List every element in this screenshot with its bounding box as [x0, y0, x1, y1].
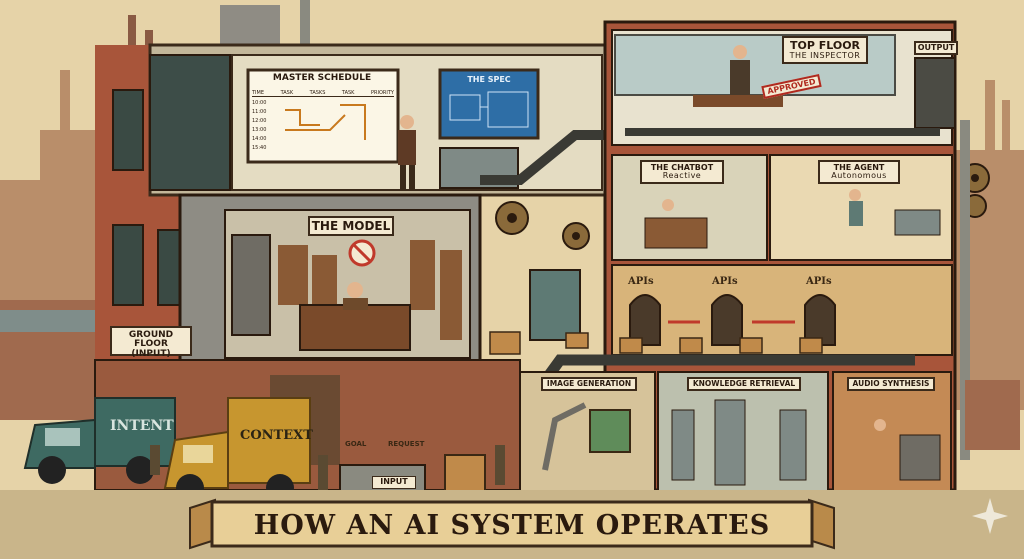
gear-icon	[495, 201, 529, 235]
tower-windows	[112, 89, 181, 306]
robot-arm	[542, 402, 587, 471]
output-chute	[914, 57, 956, 129]
title-banner	[189, 498, 835, 550]
image-generation-room	[519, 371, 656, 493]
top-floor-subtitle: THE INSPECTOR	[789, 50, 861, 60]
left-roof	[0, 310, 95, 332]
schedule-time: 14:00	[252, 136, 267, 142]
schedule-time: 15:40	[252, 145, 267, 151]
schedule-arrows	[285, 104, 366, 140]
schedule-header: TASK	[280, 90, 294, 96]
presenter-figure	[398, 115, 416, 190]
schedule-table: TIME TASK TASKS TASK PRIORITY 10:00 11:0…	[252, 90, 394, 154]
inspector-head	[733, 45, 747, 59]
model-figure-head	[347, 282, 363, 298]
spec-label: THE SPEC	[467, 75, 511, 84]
ground-floor-label: GROUND FLOOR (INPUT)	[110, 326, 192, 359]
schedule-board	[246, 68, 400, 164]
audio-technician	[874, 419, 886, 431]
ground-floor-label-line2: (INPUT)	[131, 348, 171, 359]
upper-conveyor	[480, 130, 610, 185]
book-stacks	[278, 240, 462, 340]
schedule-time: 10:00	[252, 100, 267, 106]
model-desk	[299, 304, 411, 351]
side-pipe	[960, 120, 970, 460]
input-label: INPUT	[372, 476, 416, 489]
chatbot-title: THE CHATBOT	[650, 163, 714, 172]
file-cabinets	[671, 399, 807, 486]
agent-label: THE AGENT Autonomous	[818, 160, 900, 184]
agent-figure	[849, 189, 861, 201]
schedule-header: TIME	[252, 90, 265, 96]
chatbot-label: THE CHATBOT Reactive	[640, 160, 724, 184]
api-label-2: APIs	[712, 276, 738, 287]
agent-workstation	[894, 209, 941, 236]
top-floor-label: TOP FLOOR THE INSPECTOR	[782, 36, 868, 64]
schedule-time: 11:00	[252, 109, 267, 115]
agent-body	[849, 201, 863, 226]
request-box-label: REQUEST	[388, 440, 425, 448]
output-label: OUTPUT	[914, 41, 958, 55]
api-doors	[629, 294, 836, 346]
inspector-body	[730, 60, 750, 95]
apis-corridor	[611, 264, 953, 356]
image-generation-label: IMAGE GENERATION	[541, 377, 637, 391]
context-truck-label: CONTEXT	[240, 428, 313, 443]
schedule-header-row: TIME TASK TASKS TASK PRIORITY	[252, 90, 394, 97]
page-title: HOW AN AI SYSTEM OPERATES	[253, 510, 771, 541]
ground-floor-label-line1: GROUND FLOOR	[128, 330, 174, 350]
master-schedule-label: MASTER SCHEDULE	[272, 73, 372, 83]
sparkle-icon	[972, 498, 1008, 534]
roof-pipe	[300, 0, 310, 45]
context-truck	[163, 397, 311, 502]
gear-icon	[562, 222, 590, 250]
roof-tank	[220, 5, 280, 45]
inspector-desk	[693, 95, 783, 107]
vault-door	[231, 234, 271, 336]
api-label-1: APIs	[628, 276, 654, 287]
chatbot-subtitle: Reactive	[662, 171, 702, 181]
chatbot-desk	[644, 217, 708, 249]
agent-title: THE AGENT	[833, 163, 885, 172]
top-floor-title: TOP FLOOR	[789, 39, 861, 52]
goal-box-label: GOAL	[345, 440, 367, 448]
knowledge-retrieval-label: KNOWLEDGE RETRIEVAL	[687, 377, 801, 391]
sorting-machine	[529, 269, 581, 341]
api-label-3: APIs	[806, 276, 832, 287]
painting-canvas	[589, 409, 631, 453]
schedule-header: TASKS	[309, 90, 326, 96]
upper-left-windows	[149, 54, 231, 191]
model-label: THE MODEL	[308, 216, 394, 236]
agent-subtitle: Autonomous	[831, 171, 887, 181]
schedule-time: 12:00	[252, 118, 267, 124]
chatbot-figure	[662, 199, 674, 211]
top-floor-conveyor	[625, 128, 940, 136]
model-figure-body	[343, 298, 368, 310]
right-small-building	[965, 380, 1020, 450]
audio-console	[899, 434, 941, 481]
blueprint-lines	[449, 91, 529, 128]
schedule-time: 13:00	[252, 127, 267, 133]
crate	[444, 454, 486, 494]
intent-truck	[23, 397, 176, 484]
schedule-header: TASK	[341, 90, 355, 96]
intent-truck-label: INTENT	[110, 418, 174, 434]
no-entry-icon	[348, 239, 376, 267]
workers	[150, 445, 505, 490]
schedule-header: PRIORITY	[371, 90, 394, 96]
audio-synthesis-label: AUDIO SYNTHESIS	[847, 377, 935, 391]
